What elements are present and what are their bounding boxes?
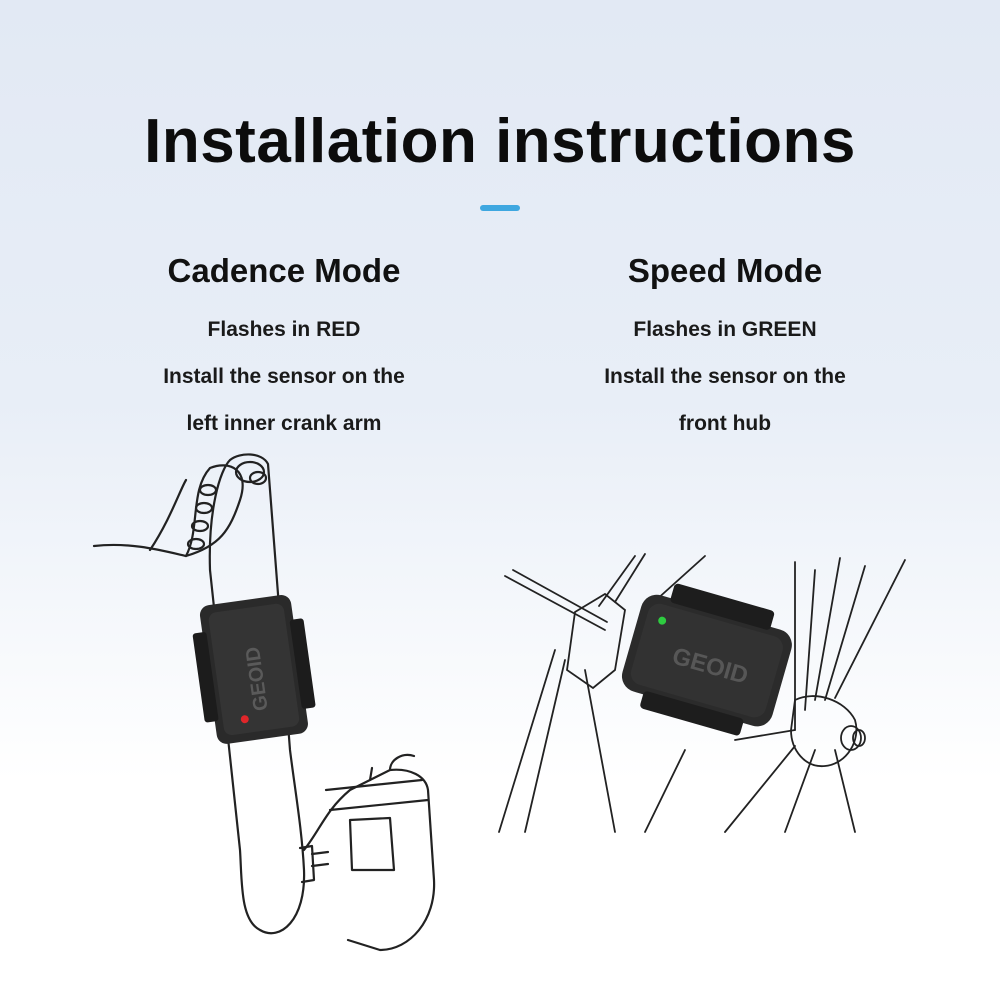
front-hub-illustration: GEOID [498, 553, 906, 833]
speed-flash-text: Flashes in GREEN [633, 318, 817, 341]
crank-arm-illustration: GEOID [92, 453, 436, 952]
page-title: Installation instructions [144, 107, 856, 176]
cadence-led-indicator [240, 715, 249, 724]
cadence-flash-text: Flashes in RED [207, 318, 361, 341]
cadence-sensor: GEOID [192, 595, 316, 744]
speed-instruction-line-1: Install the sensor on the [604, 365, 846, 388]
speed-mode-section: Speed Mode Flashes in GREEN Install the … [505, 248, 945, 447]
speed-led-indicator [658, 616, 667, 625]
speed-sensor: GEOID [621, 583, 792, 736]
cadence-mode-heading: Cadence Mode [167, 252, 401, 289]
cadence-instruction-line-1: Install the sensor on the [163, 365, 405, 388]
cadence-mode-section: Cadence Mode Flashes in RED Install the … [64, 248, 504, 447]
speed-instruction-line-2: front hub [678, 412, 772, 435]
cadence-instruction-line-2: left inner crank arm [186, 412, 382, 435]
speed-mode-heading: Speed Mode [627, 252, 823, 289]
title-accent-bar [480, 205, 520, 211]
